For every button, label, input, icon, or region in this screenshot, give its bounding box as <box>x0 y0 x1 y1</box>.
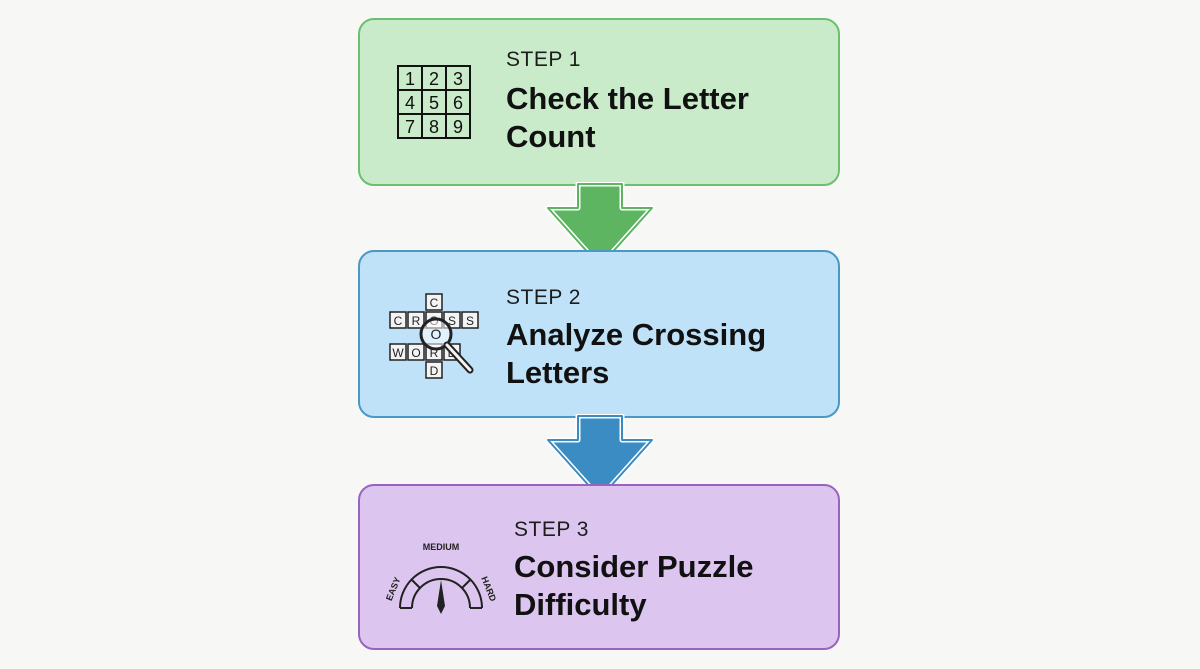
grid-number: 3 <box>453 69 463 89</box>
step-title-line1: Analyze Crossing <box>506 317 767 352</box>
step-title-line2: Letters <box>506 355 610 390</box>
grid-number: 4 <box>405 93 415 113</box>
step-title-line1: Consider Puzzle <box>514 549 754 584</box>
grid-number: 8 <box>429 117 439 137</box>
crossword-letter: S <box>466 314 474 328</box>
step-3-box: MEDIUM EASY HARD STEP 3 Consider Puzzle … <box>358 484 840 650</box>
step-title-line2: Count <box>506 119 596 154</box>
grid-number: 1 <box>405 69 415 89</box>
crossword-letter: W <box>392 346 404 360</box>
down-arrow-icon <box>545 182 655 269</box>
grid-number: 5 <box>429 93 439 113</box>
down-arrow-icon <box>545 414 655 501</box>
step-2-box: C C R O S S W O R D D O STEP 2 Analyze C… <box>358 250 840 418</box>
grid-number: 7 <box>405 117 415 137</box>
crossword-letter: C <box>394 314 403 328</box>
crossword-letter: O <box>411 346 420 360</box>
crossword-letter: R <box>412 314 421 328</box>
crossword-magnifier-icon: C C R O S S W O R D D O <box>389 293 479 379</box>
step-1-box: 1 2 3 4 5 6 7 8 9 STEP 1 Check the Lette… <box>358 18 840 186</box>
gauge-label-top: MEDIUM <box>423 542 460 552</box>
grid-number: 6 <box>453 93 463 113</box>
gauge-label-left: EASY <box>384 576 402 602</box>
step-label: STEP 3 <box>514 518 589 541</box>
difficulty-gauge-icon: MEDIUM EASY HARD <box>384 542 498 614</box>
grid-number: 2 <box>429 69 439 89</box>
crossword-letter: C <box>430 296 439 310</box>
step-label: STEP 2 <box>506 286 581 309</box>
crossword-letter: R <box>430 346 439 360</box>
grid-number: 9 <box>453 117 463 137</box>
step-label: STEP 1 <box>506 48 581 71</box>
crossword-letter: O <box>431 326 442 342</box>
number-grid-icon: 1 2 3 4 5 6 7 8 9 <box>397 65 471 139</box>
crossword-letter: S <box>448 314 456 328</box>
step-title-line1: Check the Letter <box>506 81 749 116</box>
step-title-line2: Difficulty <box>514 587 647 622</box>
crossword-letter: D <box>430 364 439 378</box>
gauge-label-right: HARD <box>479 575 498 603</box>
